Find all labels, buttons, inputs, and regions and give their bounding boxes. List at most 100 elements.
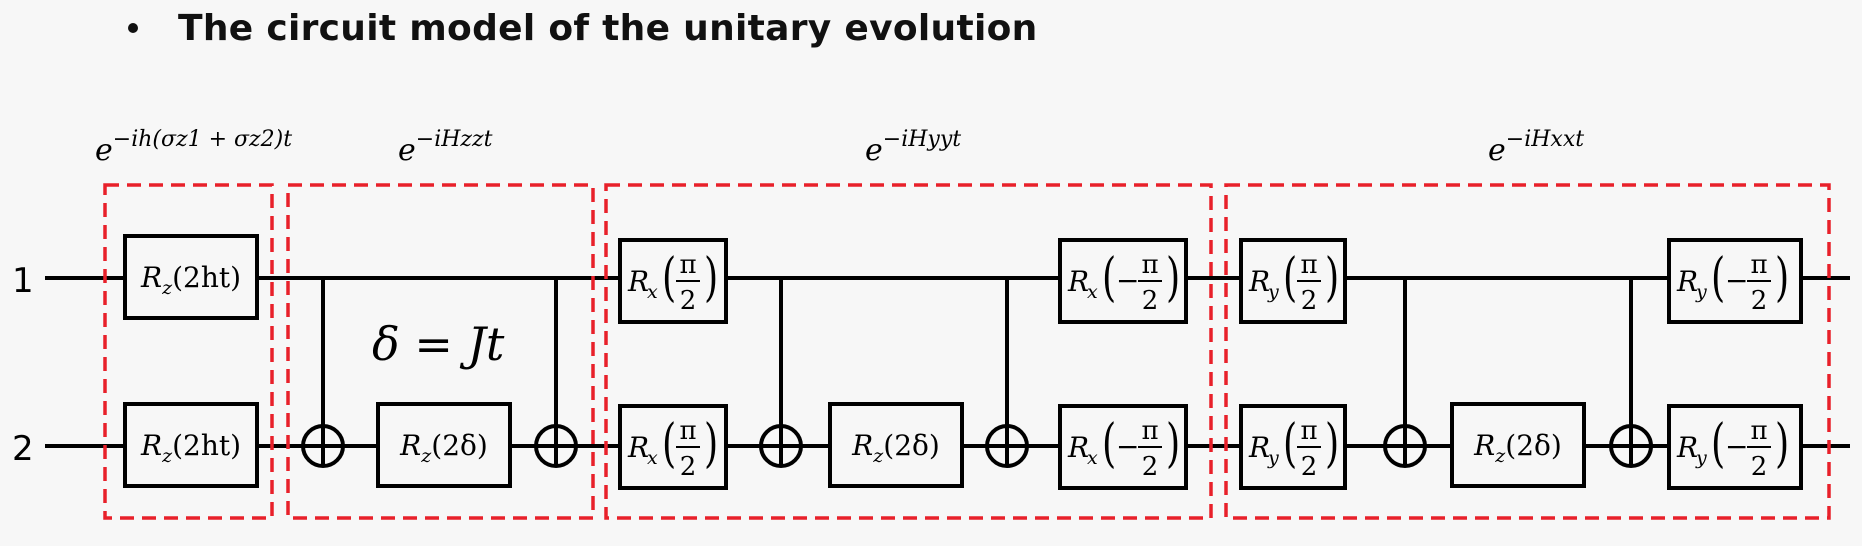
gate-ry-pi2-q1-den: 2 — [1301, 286, 1318, 316]
gate-rx-minus-pi2-q1-den: 2 — [1142, 286, 1159, 316]
gate-ry-minus-pi2-q1-lparen: ( — [1711, 246, 1725, 307]
gate-ry-pi2-q2-rparen: ) — [1325, 412, 1339, 473]
gate-rx-minus-pi2-q2: Rx(−π 2) — [1058, 404, 1188, 490]
cnot-5-target-icon — [1383, 424, 1427, 468]
stage-label-3: e−iHyyt — [865, 127, 961, 168]
gate-rx-minus-pi2-q2-lparen: ( — [1102, 412, 1116, 473]
gate-rx-minus-pi2-q2-den: 2 — [1142, 452, 1159, 482]
gate-rz-2delta-zz-label: Rz(2δ) — [399, 429, 488, 467]
gate-rx-minus-pi2-q1-rparen: ) — [1166, 246, 1180, 307]
gate-ry-pi2-q2-sub: y — [1267, 447, 1279, 469]
gate-rx-pi2-q1-lparen: ( — [662, 246, 676, 307]
gate-rx-pi2-q1: Rx(π 2) — [618, 238, 728, 324]
slide-title-row: The circuit model of the unitary evoluti… — [128, 0, 1038, 56]
gate-rz-2delta-xx: Rz(2δ) — [1450, 402, 1586, 488]
gate-ry-minus-pi2-q1: Ry(−π 2) — [1667, 238, 1803, 324]
gate-ry-minus-pi2-q1-num: π — [1750, 250, 1767, 280]
stage-label-4-exponent: −iHxxt — [1506, 127, 1584, 152]
cnot-3-target-icon — [759, 424, 803, 468]
gate-ry-minus-pi2-q2-sign: − — [1725, 430, 1748, 463]
gate-ry-minus-pi2-q2-lparen: ( — [1711, 412, 1725, 473]
bullet-icon — [128, 23, 138, 33]
gate-rx-minus-pi2-q1-sub: x — [1087, 281, 1098, 303]
gate-ry-minus-pi2-q1-sub: y — [1695, 281, 1707, 303]
gate-rx-pi2-q2-num: π — [679, 416, 696, 446]
gate-rx-minus-pi2-q1: Rx(−π 2) — [1058, 238, 1188, 324]
gate-ry-pi2-q1-sub: y — [1267, 281, 1279, 303]
gate-rz-2ht-q2: Rz(2ht) — [123, 402, 259, 488]
stage-label-1-exponent: −ih(σz1 + σz2)t — [113, 127, 292, 152]
gate-ry-pi2-q1-num: π — [1300, 250, 1317, 280]
gate-rz-2ht-q1: Rz(2ht) — [123, 234, 259, 320]
gate-ry-minus-pi2-q2-op: R — [1676, 431, 1698, 464]
slide-title: The circuit model of the unitary evoluti… — [178, 7, 1038, 49]
gate-ry-minus-pi2-q2-den: 2 — [1751, 452, 1768, 482]
gate-rx-minus-pi2-q2-num: π — [1141, 416, 1158, 446]
gate-rx-pi2-q1-num: π — [679, 250, 696, 280]
stage-frame-2 — [286, 183, 595, 520]
gate-rx-pi2-q2-sub: x — [647, 447, 658, 469]
gate-ry-minus-pi2-q2: Ry(−π 2) — [1667, 404, 1803, 490]
gate-rx-pi2-q2-rparen: ) — [704, 412, 718, 473]
gate-ry-minus-pi2-q1-den: 2 — [1751, 286, 1768, 316]
stage-frame-1 — [103, 183, 274, 520]
gate-ry-minus-pi2-q1-rparen: ) — [1775, 246, 1789, 307]
gate-rz-2delta-yy: Rz(2δ) — [828, 402, 964, 488]
gate-ry-pi2-q2-den: 2 — [1301, 452, 1318, 482]
gate-rx-minus-pi2-q1-num: π — [1141, 250, 1158, 280]
stage-label-2-exponent: −iHzzt — [416, 127, 493, 152]
stage-label-2: e−iHzzt — [398, 127, 493, 168]
gate-rz-2delta-xx-label: Rz(2δ) — [1473, 429, 1562, 467]
gate-rx-minus-pi2-q2-sub: x — [1087, 447, 1098, 469]
gate-rx-pi2-q1-sub: x — [647, 281, 658, 303]
stage-label-1-base: e — [95, 133, 113, 168]
cnot-4-target-icon — [985, 424, 1029, 468]
gate-ry-minus-pi2-q1-op: R — [1676, 265, 1698, 298]
gate-rx-pi2-q2-den: 2 — [680, 452, 697, 482]
stage-frame-4 — [1224, 183, 1831, 520]
gate-ry-pi2-q1-lparen: ( — [1283, 246, 1297, 307]
gate-rz-2ht-q1-label: Rz(2ht) — [140, 261, 241, 299]
gate-ry-minus-pi2-q2-rparen: ) — [1775, 412, 1789, 473]
gate-ry-pi2-q1-rparen: ) — [1325, 246, 1339, 307]
gate-rx-pi2-q2-op: R — [627, 431, 649, 464]
gate-rx-minus-pi2-q1-sign: − — [1116, 264, 1139, 297]
gate-ry-pi2-q2-lparen: ( — [1283, 412, 1297, 473]
gate-rx-minus-pi2-q1-op: R — [1067, 265, 1089, 298]
delta-annotation: δ = Jt — [372, 317, 505, 371]
gate-ry-pi2-q1: Ry(π 2) — [1239, 238, 1347, 324]
gate-rx-pi2-q1-den: 2 — [680, 286, 697, 316]
gate-rx-minus-pi2-q2-rparen: ) — [1166, 412, 1180, 473]
gate-rx-minus-pi2-q1-lparen: ( — [1102, 246, 1116, 307]
qubit-1-label: 1 — [12, 261, 34, 301]
gate-rx-minus-pi2-q2-op: R — [1067, 431, 1089, 464]
gate-rx-pi2-q2-lparen: ( — [662, 412, 676, 473]
qubit-2-label: 2 — [12, 429, 34, 469]
gate-ry-minus-pi2-q2-sub: y — [1695, 447, 1707, 469]
gate-ry-pi2-q1-op: R — [1248, 265, 1270, 298]
stage-label-4-base: e — [1488, 133, 1506, 168]
gate-ry-pi2-q2-num: π — [1300, 416, 1317, 446]
stage-label-4: e−iHxxt — [1488, 127, 1584, 168]
stage-label-2-base: e — [398, 133, 416, 168]
gate-rx-minus-pi2-q2-sign: − — [1116, 430, 1139, 463]
cnot-6-target-icon — [1609, 424, 1653, 468]
gate-rz-2ht-q2-label: Rz(2ht) — [140, 429, 241, 467]
cnot-2-target-icon — [534, 424, 578, 468]
gate-ry-pi2-q2: Ry(π 2) — [1239, 404, 1347, 490]
stage-label-3-exponent: −iHyyt — [883, 127, 962, 152]
stage-label-1: e−ih(σz1 + σz2)t — [95, 127, 292, 168]
gate-ry-minus-pi2-q2-num: π — [1750, 416, 1767, 446]
stage-frame-3 — [604, 183, 1213, 520]
stage-label-3-base: e — [865, 133, 883, 168]
gate-rz-2delta-yy-label: Rz(2δ) — [851, 429, 940, 467]
gate-ry-pi2-q2-op: R — [1248, 431, 1270, 464]
gate-rx-pi2-q1-op: R — [627, 265, 649, 298]
gate-rx-pi2-q2: Rx(π 2) — [618, 404, 728, 490]
gate-ry-minus-pi2-q1-sign: − — [1725, 264, 1748, 297]
cnot-1-target-icon — [301, 424, 345, 468]
gate-rx-pi2-q1-rparen: ) — [704, 246, 718, 307]
gate-rz-2delta-zz: Rz(2δ) — [376, 402, 512, 488]
